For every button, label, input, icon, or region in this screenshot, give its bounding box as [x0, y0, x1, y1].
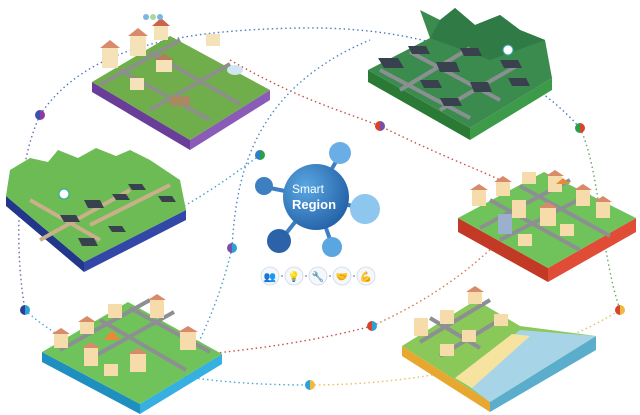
lightbulb-icon: 💡 [284, 266, 304, 286]
path-diag-5 [231, 39, 371, 249]
svg-text:🤝: 🤝 [336, 272, 348, 283]
value-icons-strip: 👥 💡 🔧 🤝 💪 [260, 266, 376, 286]
hub-node-bottom [322, 237, 342, 257]
separator-dot [353, 275, 355, 277]
tools-icon: 🔧 [308, 266, 328, 286]
connector-dot [227, 243, 237, 253]
svg-text:💪: 💪 [360, 270, 372, 283]
separator-dot [305, 275, 307, 277]
tile-city-red [458, 170, 636, 282]
path-left-arc [18, 114, 41, 311]
hub-node-left [255, 177, 273, 195]
hub-title-line1: Smart [292, 182, 325, 196]
connector-dot [255, 150, 265, 160]
sensor-icons [143, 14, 163, 20]
connector-dot [375, 121, 385, 131]
path-diag-1 [229, 59, 501, 181]
connector-dot [35, 110, 45, 120]
tile-mountain-village-dark [368, 8, 552, 140]
separator-dot [329, 275, 331, 277]
hub-node-top-right [329, 142, 351, 164]
hub-title-line2: Region [292, 197, 336, 212]
connector-dot [305, 380, 315, 390]
connector-dot [20, 305, 30, 315]
svg-text:🔧: 🔧 [312, 270, 324, 283]
tile-mountain-village-blue [6, 148, 186, 272]
connector-dot [575, 123, 585, 133]
svg-text:👥: 👥 [264, 272, 276, 283]
handshake-icon: 🤝 [332, 266, 352, 286]
people-icon: 👥 [260, 266, 280, 286]
hub-node-right [350, 194, 380, 224]
path-diag-6 [371, 239, 501, 327]
connector-dots [20, 110, 625, 390]
tile-coastal-beach [402, 286, 596, 412]
strength-icon: 💪 [356, 266, 376, 286]
tile-suburban-park [92, 14, 270, 150]
hub-node-bottom-left [267, 229, 291, 253]
path-diag-4 [199, 325, 373, 356]
smart-region-hub: Smart Region [255, 142, 380, 257]
separator-dot [281, 275, 283, 277]
tile-town-cyan [42, 294, 222, 414]
hub-center [283, 164, 349, 230]
connector-dot [615, 305, 625, 315]
connector-dot [367, 321, 377, 331]
svg-text:💡: 💡 [288, 270, 300, 283]
